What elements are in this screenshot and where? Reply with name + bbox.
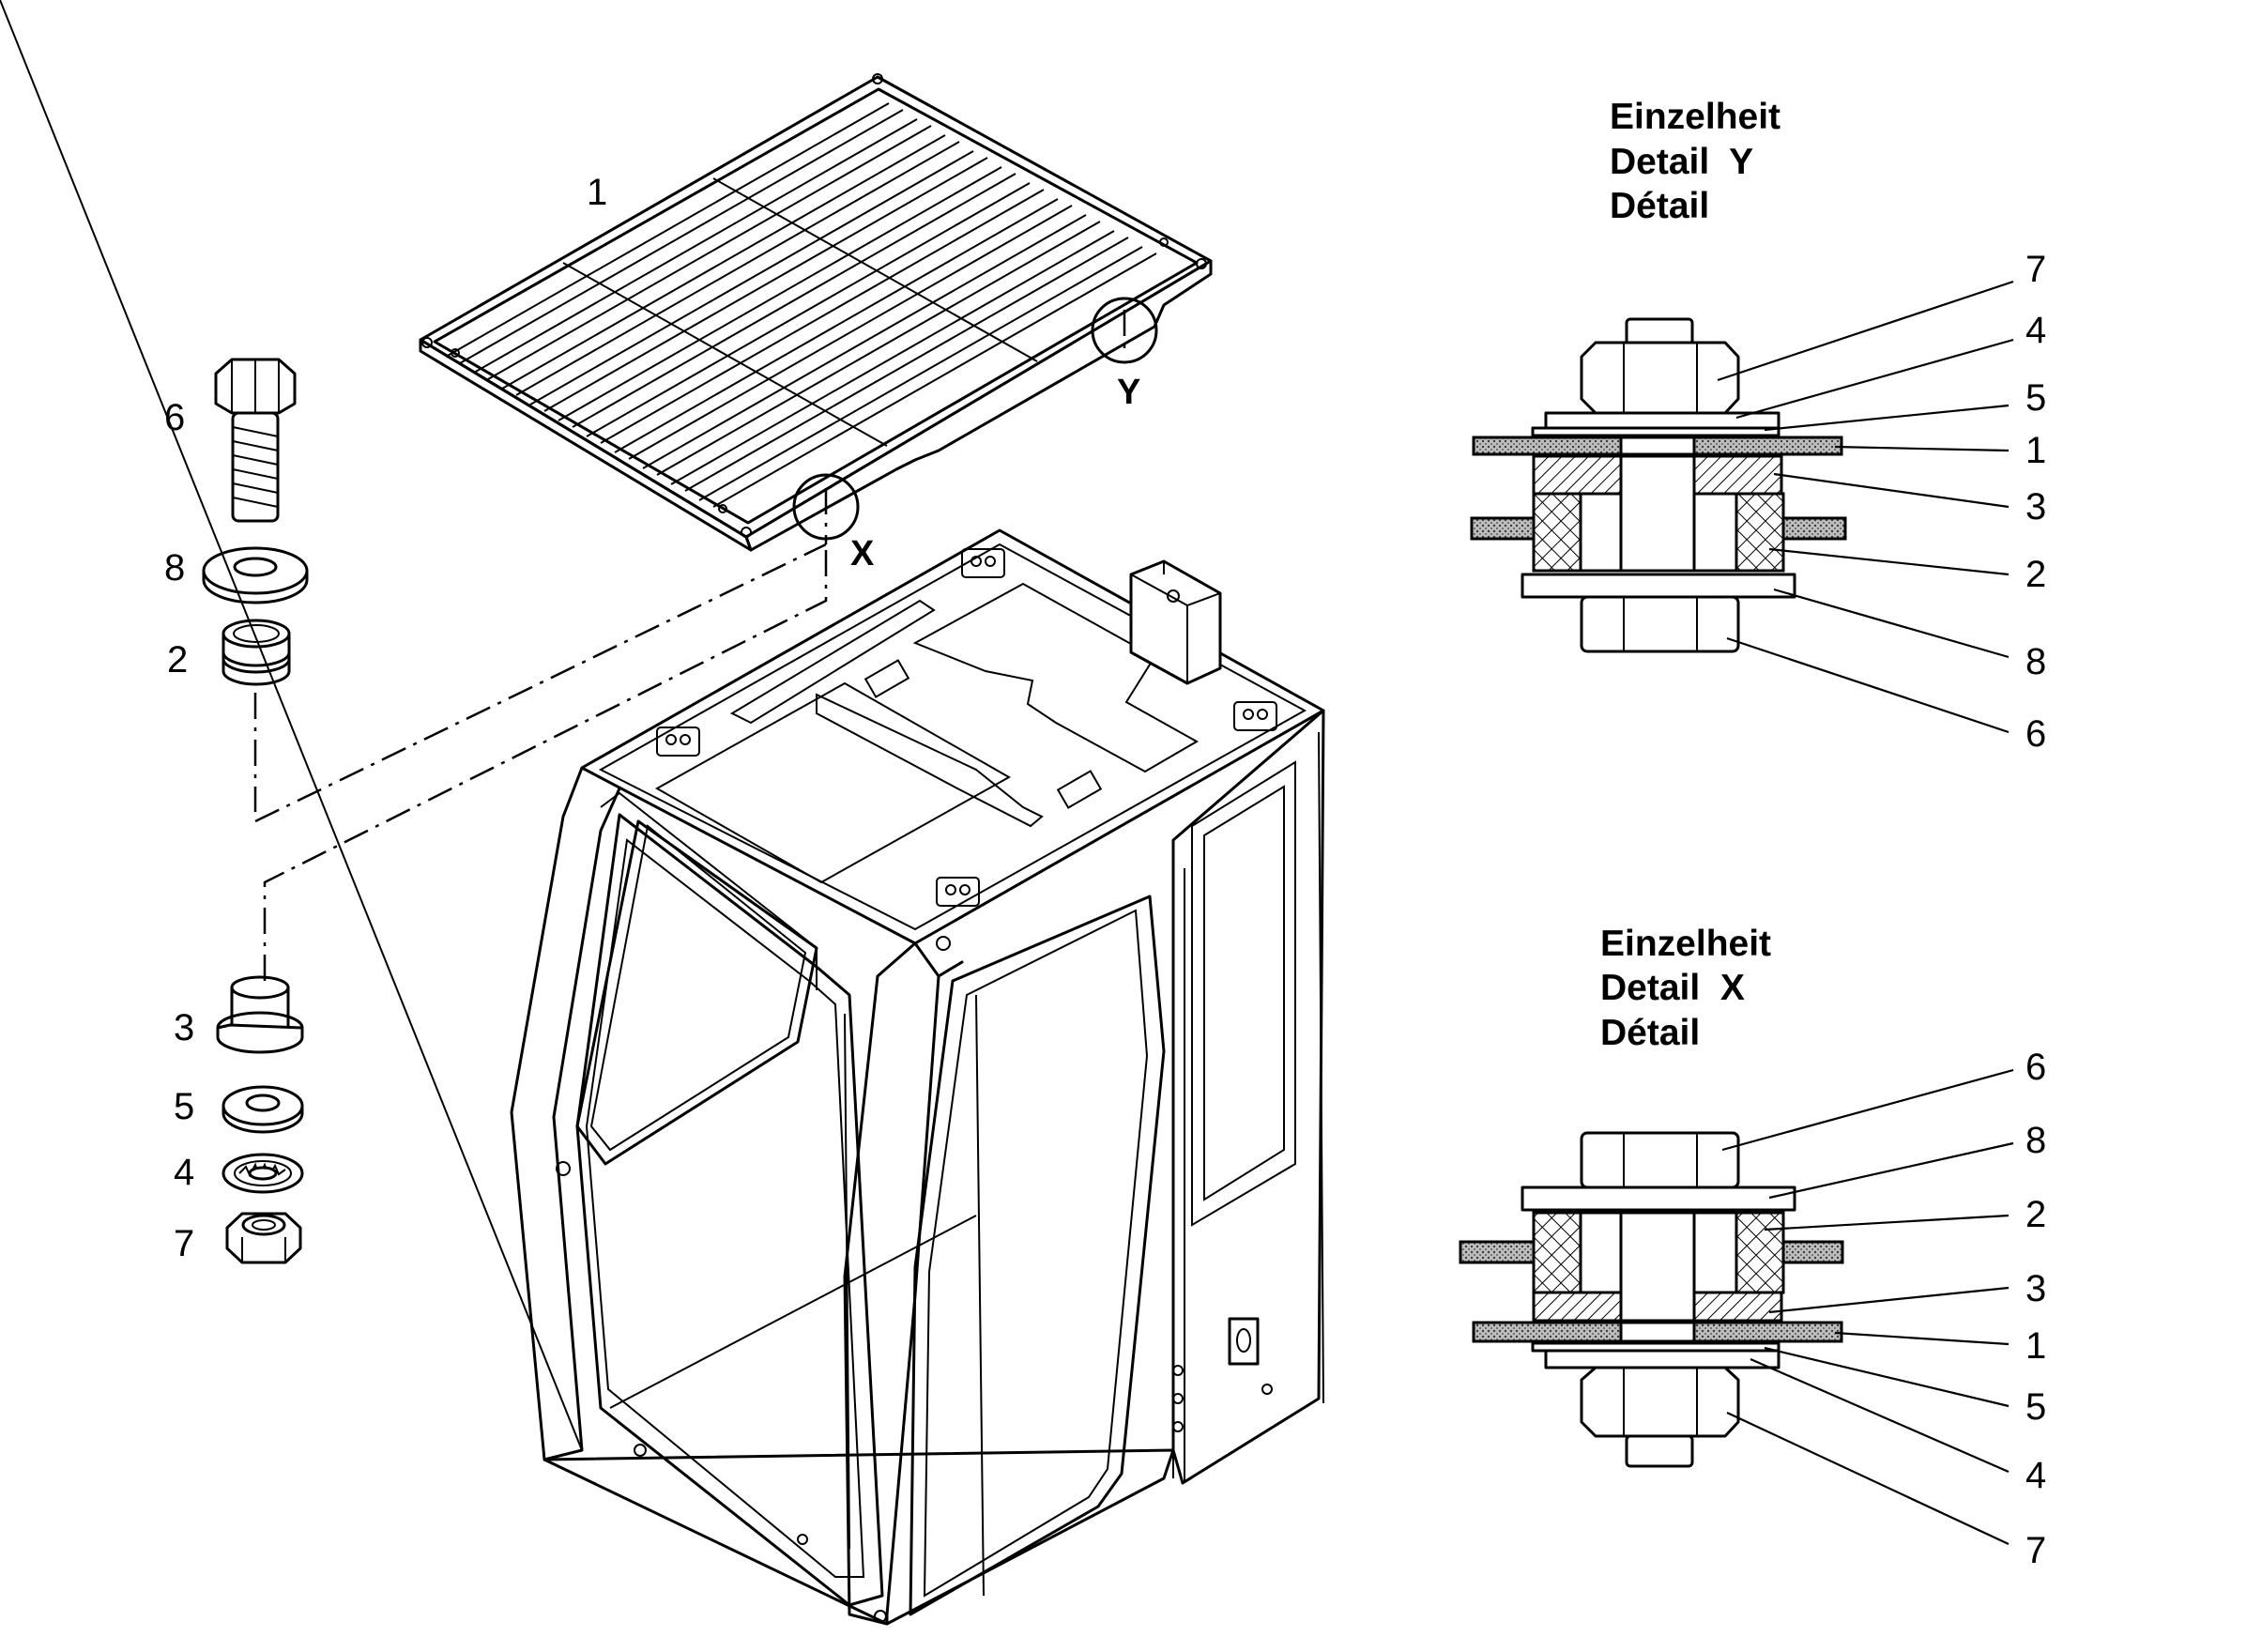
detail-y-section [1470, 317, 1847, 653]
detail-x-leaders [1721, 1068, 2014, 1545]
label-flat-washer: 5 [174, 1086, 194, 1127]
detail-y-callout: 4 [2025, 310, 2046, 351]
detail-x-title: Einzelheit Detail X Détail [1600, 924, 1771, 1053]
detail-y-title-line1: Einzelheit [1610, 97, 1781, 137]
cab-frame [0, 0, 1325, 1626]
detail-x-callout: 2 [2025, 1194, 2046, 1235]
detail-y-callout: 8 [2025, 641, 2046, 682]
bushing-icon [216, 975, 304, 1054]
label-guard: 1 [587, 172, 607, 213]
label-bushing: 3 [174, 1007, 194, 1048]
label-lock-washer: 4 [174, 1152, 194, 1193]
detail-y-title-line2: Detail Y [1610, 142, 1753, 182]
marker-y: Y [1117, 373, 1140, 412]
detail-x-section [1459, 1131, 1844, 1468]
detail-y-callout: 1 [2025, 430, 2046, 471]
detail-y-callout: 2 [2025, 554, 2046, 595]
detail-y-callouts: 7 4 5 1 3 2 8 6 [2025, 249, 2046, 755]
bolt-icon [214, 358, 297, 523]
lock-washer-icon [222, 1153, 304, 1194]
detail-x-callout: 7 [2025, 1530, 2046, 1571]
rubber-mount-icon [222, 619, 291, 686]
assembly-line-upper [254, 543, 827, 823]
flat-washer-icon [222, 1085, 304, 1134]
roof-guard [419, 73, 1213, 552]
detail-x-title-line1: Einzelheit [1600, 924, 1771, 964]
detail-x-callouts: 6 8 2 3 1 5 4 7 [2025, 1047, 2046, 1571]
detail-y-callout: 5 [2025, 377, 2046, 419]
detail-y-callout: 6 [2025, 713, 2046, 755]
detail-y-title: Einzelheit Detail Y Détail [1610, 97, 1781, 226]
detail-y-title-line3: Détail [1610, 186, 1709, 226]
label-washer: 8 [164, 547, 185, 589]
detail-x-callout: 5 [2025, 1386, 2046, 1428]
detail-x-title-line3: Détail [1600, 1013, 1700, 1053]
detail-x-callout: 6 [2025, 1047, 2046, 1088]
marker-x: X [850, 534, 875, 574]
assembly-line-lower [263, 544, 828, 981]
label-rubber-mount: 2 [167, 639, 188, 681]
label-nut: 7 [174, 1223, 194, 1264]
detail-x-callout: 1 [2025, 1325, 2046, 1367]
detail-x-title-line2: Detail X [1600, 968, 1745, 1008]
detail-x-callout: 8 [2025, 1120, 2046, 1161]
nut-icon [225, 1212, 302, 1264]
detail-x-callout: 4 [2025, 1455, 2046, 1496]
washer-icon [202, 546, 309, 604]
detail-y-callout: 3 [2025, 486, 2046, 528]
label-bolt: 6 [164, 397, 185, 438]
detail-y-callout: 7 [2025, 249, 2046, 290]
detail-x-callout: 3 [2025, 1268, 2046, 1309]
detail-y-leaders [1717, 280, 2014, 734]
